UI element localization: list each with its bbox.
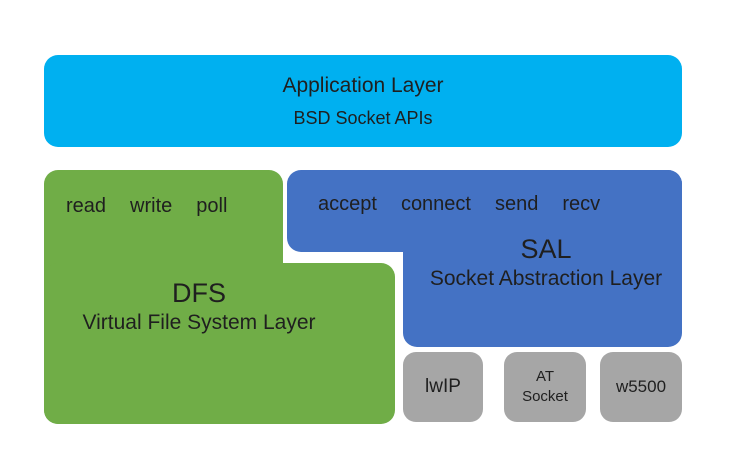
stack-label-lwip: lwIP	[425, 376, 461, 397]
dfs-shape-lower-rect	[44, 263, 395, 424]
sal-op-accept: accept	[318, 193, 377, 215]
dfs-op-read: read	[66, 195, 107, 217]
sal-title-block: SAL Socket Abstraction Layer	[410, 233, 682, 292]
dfs-op-poll: poll	[196, 195, 228, 217]
sal-op-recv: recv	[562, 193, 601, 215]
stack-box-lwip: lwIP	[403, 352, 483, 422]
dfs-operations-row: read write poll	[66, 193, 227, 219]
sal-op-connect: connect	[400, 193, 471, 215]
dfs-op-write: write	[130, 195, 173, 217]
dfs-layer-name: Virtual File System Layer	[82, 311, 316, 334]
dfs-acronym: DFS	[172, 278, 226, 308]
sal-op-send: send	[495, 193, 539, 215]
sal-layer-name: Socket Abstraction Layer	[429, 267, 663, 290]
bsd-socket-apis-label: BSD Socket APIs	[293, 107, 433, 128]
application-layer-title: Application Layer	[282, 73, 444, 97]
stack-label-w5500: w5500	[615, 377, 667, 396]
stack-label-at-line1: AT	[535, 368, 555, 385]
sal-acronym: SAL	[520, 234, 572, 264]
application-layer-box: Application Layer BSD Socket APIs	[44, 55, 682, 147]
stack-box-w5500: w5500	[600, 352, 682, 422]
dfs-title-block: DFS Virtual File System Layer	[44, 277, 354, 336]
stack-label-at-line2: Socket	[522, 388, 568, 405]
sal-shape-lower-rect	[403, 170, 682, 347]
sal-operations-row: accept connect send recv	[318, 191, 600, 217]
stack-box-at-socket: AT Socket	[504, 352, 586, 422]
